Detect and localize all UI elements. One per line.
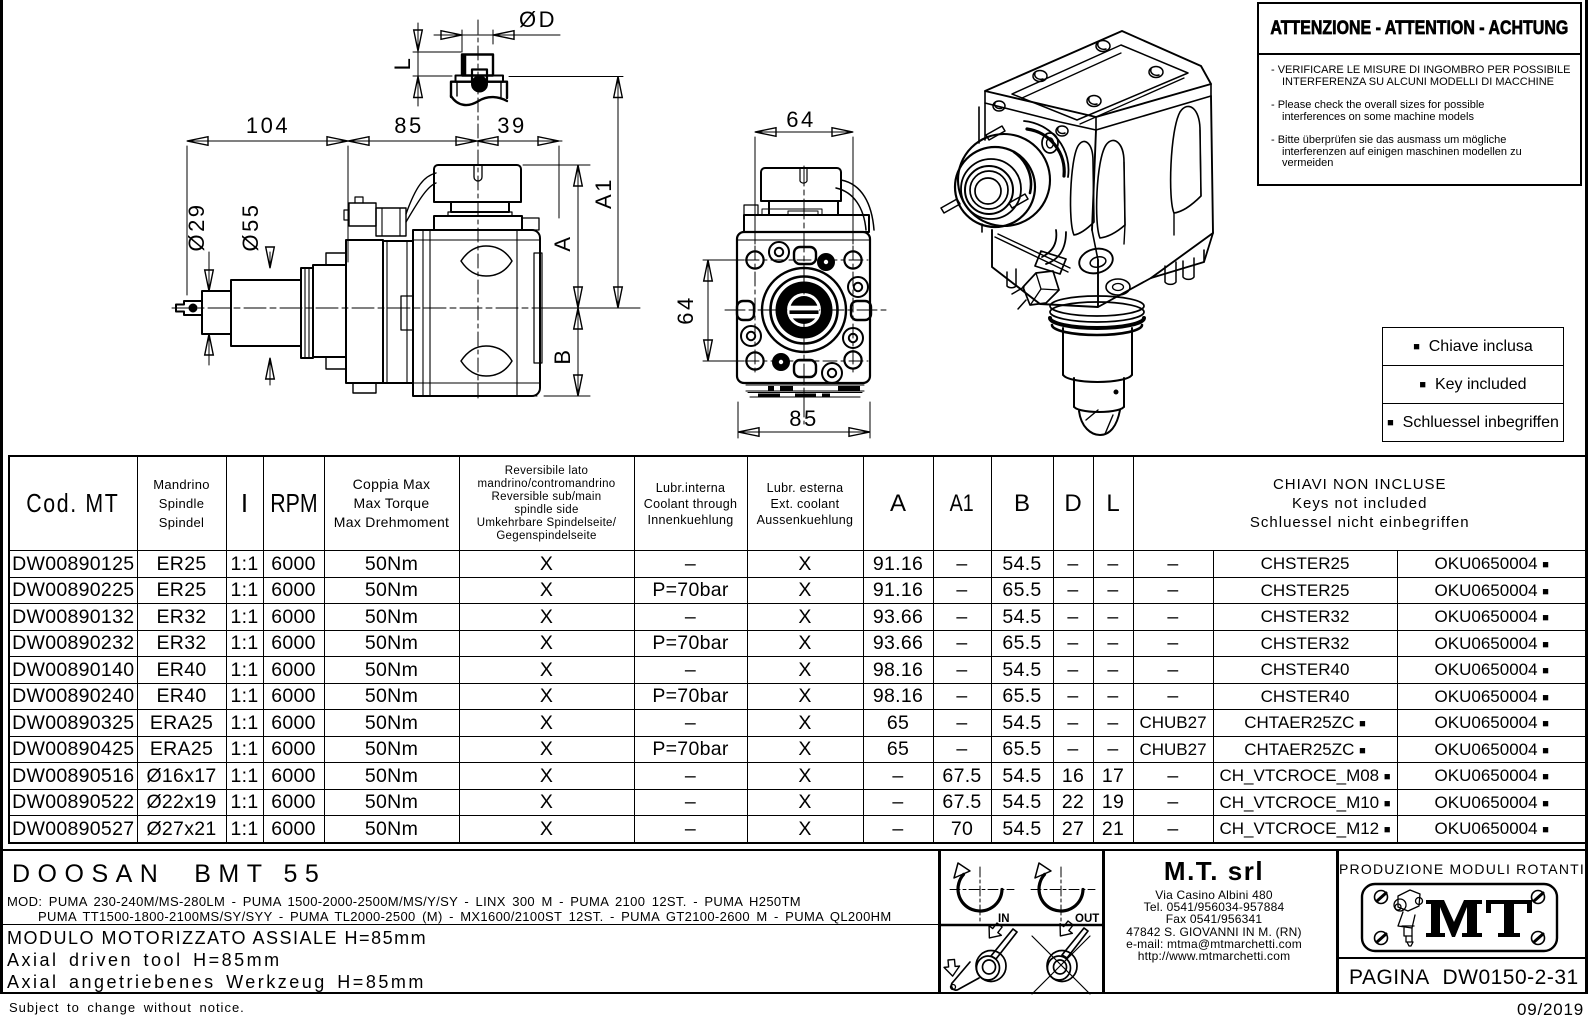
svg-text:85: 85: [394, 113, 423, 138]
svg-text:B: B: [550, 347, 575, 364]
svg-text:L: L: [390, 56, 415, 71]
svg-text:ØD: ØD: [519, 7, 557, 32]
svg-text:64: 64: [673, 295, 698, 324]
svg-text:Ø55: Ø55: [238, 202, 263, 251]
svg-text:64: 64: [786, 107, 815, 132]
svg-text:IN: IN: [998, 913, 1010, 925]
svg-text:OUT: OUT: [1075, 913, 1099, 925]
svg-text:A: A: [550, 234, 575, 251]
svg-text:A1: A1: [591, 177, 616, 209]
svg-text:Ø29: Ø29: [184, 202, 209, 251]
svg-text:39: 39: [497, 113, 526, 138]
svg-text:104: 104: [246, 113, 290, 138]
svg-text:85: 85: [789, 406, 818, 431]
